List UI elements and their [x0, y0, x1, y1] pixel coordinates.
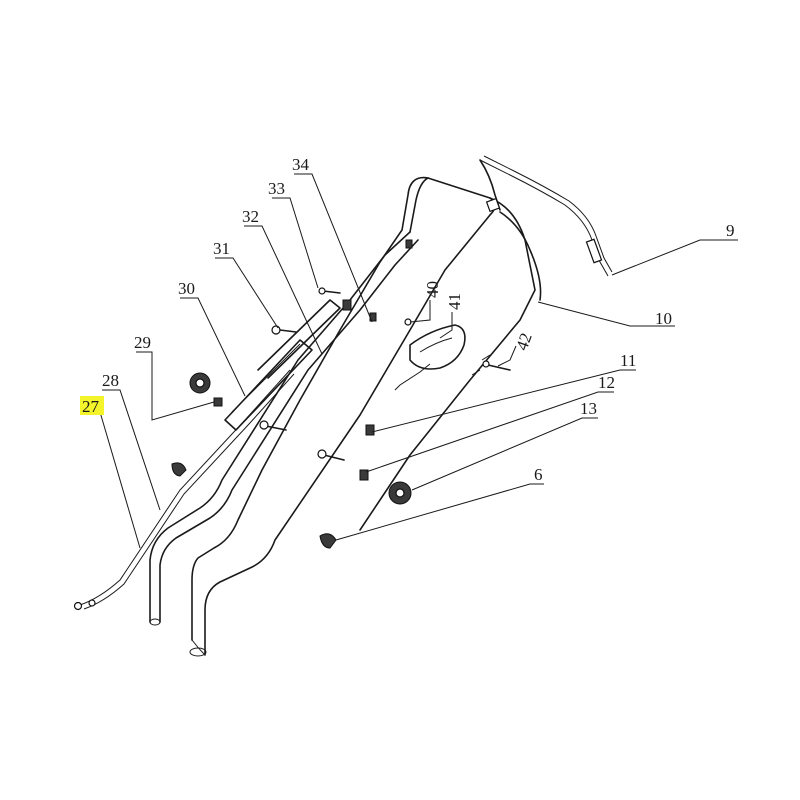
- callout-10: 10: [655, 309, 672, 328]
- callout-6: 6: [534, 465, 543, 484]
- callout-32: 32: [242, 207, 259, 226]
- knob-13-icon: [388, 481, 412, 505]
- callout-27-highlight: [80, 396, 104, 415]
- throttle-cable: [479, 155, 613, 277]
- callout-42: 42: [512, 330, 536, 352]
- hardware: [171, 239, 511, 549]
- callout-33: 33: [268, 179, 285, 198]
- callout-9: 9: [726, 221, 735, 240]
- callout-30: 30: [178, 279, 195, 298]
- lower-handle-tube: [149, 231, 419, 626]
- callout-41: 41: [445, 293, 464, 310]
- callout-29: 29: [134, 333, 151, 352]
- control-lever-assembly: [394, 318, 466, 391]
- callout-labels: 27 28 29 30 31 32 33 34 40 41 42 10 9 11…: [80, 155, 735, 484]
- control-cable: [73, 369, 295, 611]
- callout-28: 28: [102, 371, 119, 390]
- cable-guide-bracket: [224, 299, 341, 431]
- callout-31: 31: [213, 239, 230, 258]
- callout-40: 40: [423, 281, 442, 298]
- callout-11: 11: [620, 351, 636, 370]
- callout-12: 12: [598, 373, 615, 392]
- callout-34: 34: [292, 155, 310, 174]
- upper-handle-tube: [189, 176, 542, 657]
- callout-27: 27: [82, 397, 100, 416]
- knob-29-icon: [189, 372, 211, 394]
- callout-13: 13: [580, 399, 597, 418]
